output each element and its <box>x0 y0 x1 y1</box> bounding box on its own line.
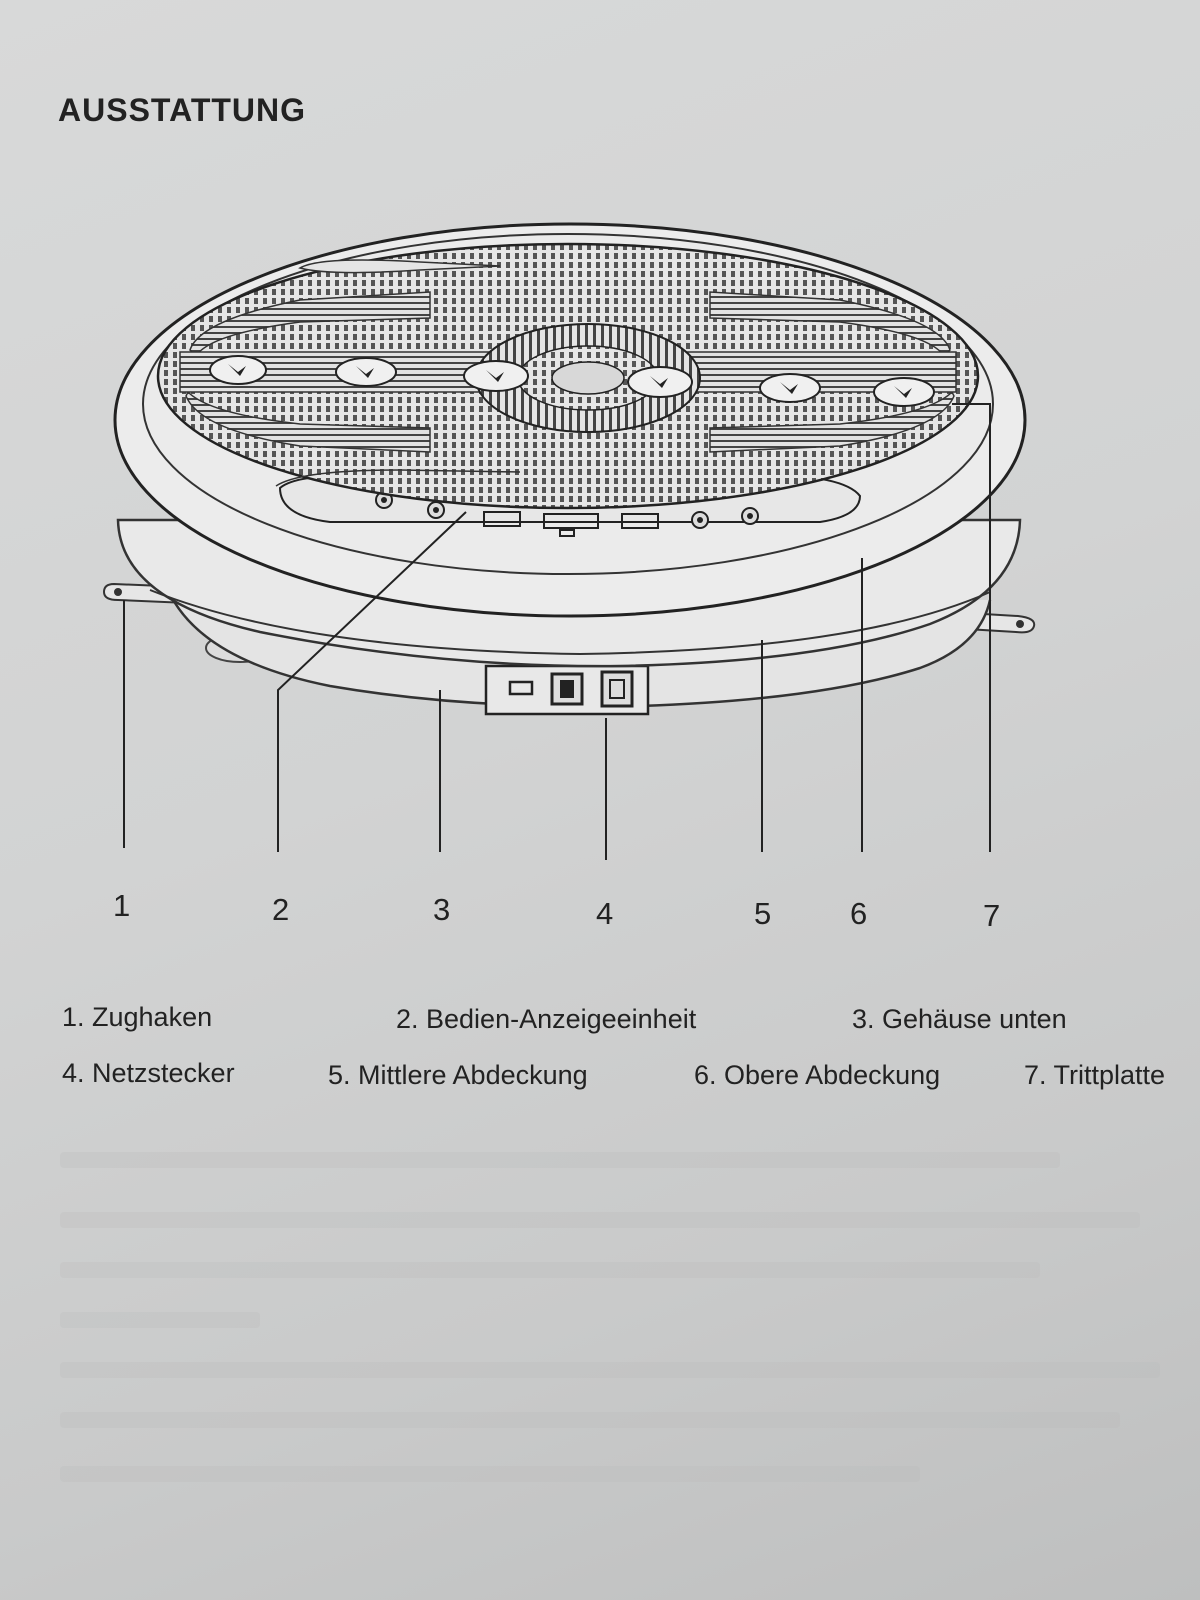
callout-2: 2 <box>272 892 290 927</box>
vibration-plate-diagram <box>102 222 1036 860</box>
legend-item-5: 5. Mittlere Abdeckung <box>328 1060 588 1090</box>
callout-7: 7 <box>983 898 1001 933</box>
callout-5: 5 <box>754 896 772 931</box>
leader-line-2 <box>277 511 467 852</box>
page-title: AUSSTATTUNG <box>58 92 307 128</box>
callout-4: 4 <box>596 896 614 931</box>
show-through-texture <box>0 1100 1200 1600</box>
step-plate <box>156 242 980 510</box>
power-socket <box>484 664 650 716</box>
callout-6: 6 <box>850 896 868 931</box>
legend-item-1: 1. Zughaken <box>62 1002 213 1032</box>
leader-line-7 <box>952 403 991 852</box>
callout-3: 3 <box>433 892 451 927</box>
legend-item-4: 4. Netzstecker <box>62 1058 235 1088</box>
leader-lines <box>123 403 991 860</box>
legend-item-3: 3. Gehäuse unten <box>852 1004 1067 1034</box>
legend-item-2: 2. Bedien-Anzeigeeinheit <box>396 1004 697 1034</box>
legend-item-6: 6. Obere Abdeckung <box>694 1060 941 1090</box>
callout-1: 1 <box>113 888 131 923</box>
legend-item-7: 7. Trittplatte <box>1024 1060 1166 1090</box>
